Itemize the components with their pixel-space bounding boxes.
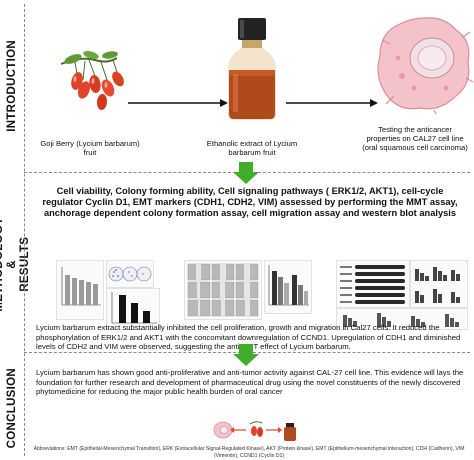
section-label-methodology: METHODOLOGY & RESULTS bbox=[0, 176, 31, 352]
results-summary: Lycium barbarum extract substantially in… bbox=[36, 323, 461, 352]
arrow-right-icon bbox=[128, 99, 228, 107]
methods-summary: Cell viability, Colony forming ability, … bbox=[42, 186, 458, 218]
extract-bottle-illustration bbox=[228, 18, 276, 120]
goji-berry-illustration bbox=[60, 51, 124, 110]
arrow-right-icon bbox=[286, 99, 378, 107]
conclusion-label: CONCLUSION bbox=[6, 367, 18, 449]
vertical-divider bbox=[24, 4, 25, 456]
section-label-introduction: INTRODUCTION bbox=[0, 0, 24, 172]
methodology-label: METHODOLOGY & RESULTS bbox=[0, 216, 31, 312]
conclusion-summary: Lycium barbarum has shown good anti-prol… bbox=[36, 368, 464, 397]
figure-panel-emt-bars bbox=[336, 308, 468, 330]
down-arrow-icon bbox=[233, 344, 259, 366]
figure-panel-migration-bars bbox=[264, 260, 312, 314]
section-label-conclusion: CONCLUSION bbox=[0, 356, 24, 460]
extract-caption: Ethanolic extract of Lycium barbarum fru… bbox=[206, 139, 298, 157]
figure-panel-colony-plates bbox=[106, 260, 154, 288]
figure-panel-colony-bars bbox=[106, 288, 160, 330]
figure-panel-western-blot bbox=[336, 260, 410, 308]
testing-caption: Testing the anticancer properties on CAL… bbox=[362, 125, 468, 152]
goji-caption: Goji Berry (Lycium barbarum) fruit bbox=[40, 139, 140, 157]
figure-panel-viability bbox=[56, 260, 104, 320]
figure-panel-blot-bars bbox=[410, 260, 468, 308]
figure-panel-migration bbox=[184, 260, 262, 320]
abbreviations-footnote: Abbreviations: EMT (Epithelial-Mesenchym… bbox=[33, 446, 465, 459]
down-arrow-icon bbox=[233, 162, 259, 184]
berry-to-cell-illustration bbox=[213, 421, 296, 441]
introduction-label: INTRODUCTION bbox=[6, 40, 18, 132]
cancer-cell-illustration bbox=[377, 17, 474, 115]
